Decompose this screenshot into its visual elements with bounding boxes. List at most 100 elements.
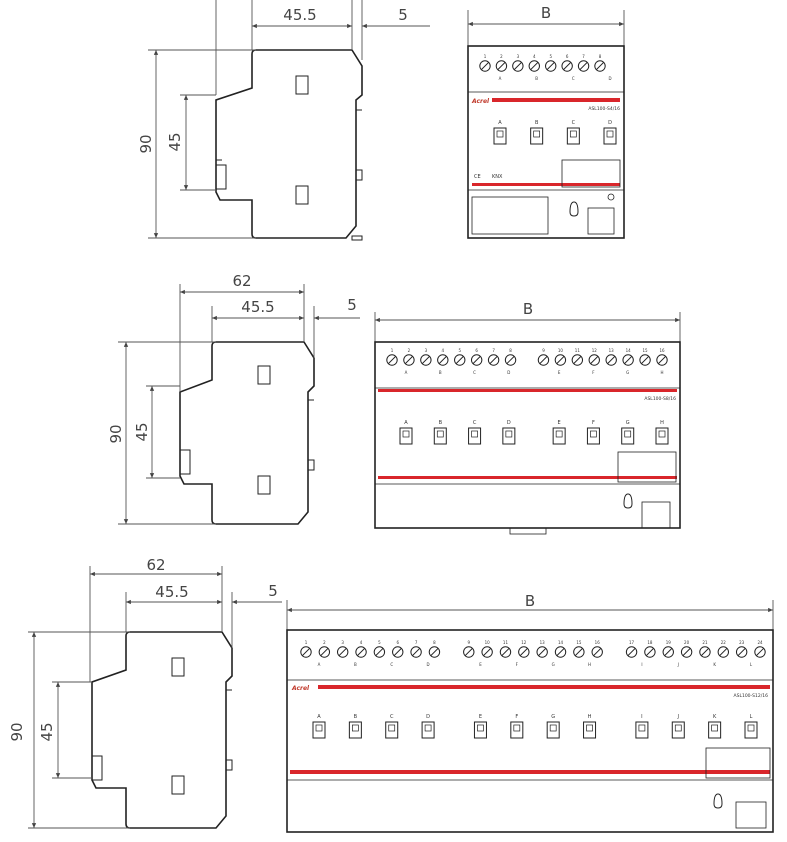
screw-slot (338, 648, 347, 656)
channel-switch (708, 721, 722, 739)
switch-toggle (674, 724, 682, 732)
switch-channel-label: D (608, 120, 612, 126)
switch-toggle (590, 430, 597, 438)
terminal-channel-label: K (713, 662, 716, 667)
screw-slot (756, 648, 764, 656)
terminal-number: 3 (425, 348, 428, 353)
model-label-3: ASL100-S12/16 (734, 693, 769, 699)
switch-channel-label: K (713, 714, 717, 720)
channel-switch (566, 127, 580, 145)
switch-channel-label: L (750, 714, 753, 720)
channel-switch (671, 721, 685, 739)
screw-slot (596, 62, 604, 70)
screw-slot (607, 356, 616, 364)
front-dimension-2 (374, 312, 681, 342)
channel-switch (468, 427, 482, 445)
screw-slot (520, 648, 528, 656)
switch-channel-label: B (354, 714, 358, 720)
screw-slot (556, 356, 565, 364)
terminal-number: 4 (442, 348, 445, 353)
switch-toggle (606, 130, 614, 138)
screw-slot (579, 62, 588, 70)
mark-knx: KNX (492, 174, 503, 180)
screw-slot (641, 356, 649, 364)
dim-depth-outer-3: 62 (146, 556, 165, 574)
channel-switch (744, 721, 758, 739)
channel-switch (385, 721, 399, 739)
terminal-number: 6 (566, 54, 569, 59)
switch-channel-label: F (592, 420, 595, 426)
terminal-channel-label: C (390, 662, 393, 667)
dim-offset-2: 5 (347, 296, 357, 314)
terminal-number: 1 (484, 54, 487, 59)
dim-depth-inner-2: 45.5 (241, 298, 274, 316)
screw-slot (682, 648, 691, 656)
switch-toggle (477, 724, 484, 732)
switch-channel-label: J (677, 714, 679, 720)
screw-slot (489, 356, 498, 364)
screw-slot (563, 62, 571, 70)
switch-toggle (549, 724, 557, 732)
terminal-channel-label: C (572, 76, 575, 81)
channel-switch (348, 721, 362, 739)
terminal-number: 10 (485, 640, 491, 645)
screw-slot (737, 648, 746, 656)
front-dimension-1 (467, 10, 625, 46)
screw-slot (538, 648, 546, 656)
screw-slot (719, 648, 728, 656)
terminal-channel-label: D (427, 662, 430, 667)
terminal-channel-label: A (405, 370, 408, 375)
terminal-number: 7 (415, 640, 418, 645)
terminal-number: 8 (509, 348, 512, 353)
dim-width-2: B (523, 300, 533, 318)
screw-slot (575, 648, 583, 656)
dim-height-3: 90 (8, 722, 26, 741)
dim-din-3: 45 (38, 722, 56, 741)
screw-slot (438, 356, 447, 364)
side-dimensions-2 (118, 284, 360, 525)
terminal-number: 14 (558, 640, 564, 645)
terminal-channel-label: F (516, 662, 519, 667)
terminal-number: 15 (643, 348, 649, 353)
channel-switch (546, 721, 560, 739)
terminal-number: 3 (517, 54, 520, 59)
brand-logo-1: Acrel (471, 98, 490, 105)
switch-toggle (555, 430, 563, 438)
screw-slot (573, 356, 582, 364)
switch-channel-label: H (588, 714, 592, 720)
terminal-channel-label: L (750, 662, 753, 667)
terminal-channel-label: J (677, 662, 679, 667)
switch-toggle (402, 430, 410, 438)
screw-slot (481, 62, 489, 70)
channel-switch (621, 427, 635, 445)
screw-slot (506, 356, 515, 364)
terminal-number: 23 (739, 640, 745, 645)
channel-switch (421, 721, 435, 739)
switch-toggle (569, 130, 577, 138)
terminal-number: 19 (666, 640, 672, 645)
terminal-number: 20 (684, 640, 690, 645)
screw-slot (627, 648, 636, 656)
screw-slot (472, 356, 481, 364)
terminal-channel-label: E (479, 662, 482, 667)
terminal-number: 5 (378, 640, 381, 645)
switch-channel-label: H (660, 420, 664, 426)
switch-toggle (658, 430, 666, 438)
dim-height-1: 90 (137, 134, 155, 153)
front-dimension-3 (286, 600, 774, 630)
dim-depth-inner-3: 45.5 (155, 583, 188, 601)
dim-din-2: 45 (133, 422, 151, 441)
channel-switch (655, 427, 669, 445)
terminal-number: 18 (647, 640, 653, 645)
front-view-2 (374, 341, 681, 535)
screw-slot (464, 648, 473, 656)
switch-toggle (388, 724, 396, 732)
terminal-channel-label: C (473, 370, 476, 375)
terminal-number: 4 (533, 54, 536, 59)
channel-switch (502, 427, 516, 445)
dim-depth-outer-2: 62 (232, 272, 251, 290)
switch-toggle (496, 130, 504, 138)
screw-slot (546, 62, 555, 70)
